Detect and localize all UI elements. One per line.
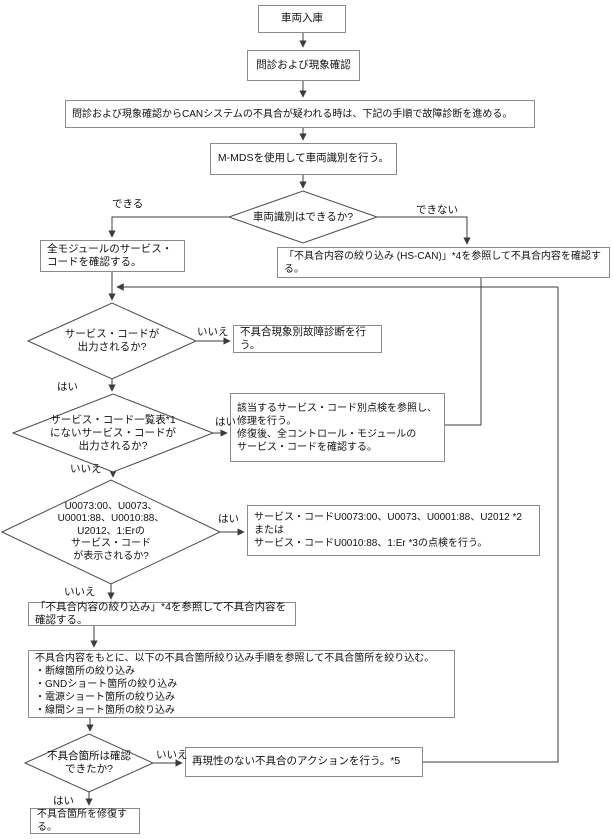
decision-fault-confirmed-text: 不具合箇所は確認 できたか? bbox=[47, 750, 131, 775]
label-fault-confirmed-no: いいえ bbox=[156, 749, 188, 761]
edge-vehicle-id-yes bbox=[108, 216, 229, 238]
node-procedure-note: 問診および現象確認からCANシステムの不具合が疑われる時は、下記の手順で故障診断… bbox=[65, 100, 535, 128]
label-vehicle-id-yes: できる bbox=[112, 198, 144, 210]
decision-vehicle-id-shape bbox=[227, 190, 379, 244]
node-code-repair: 該当するサービス・コード別点検を参照し、 修理を行う。 修復後、全コントロール・… bbox=[230, 393, 445, 462]
decision-fault-confirmed-shape bbox=[23, 733, 155, 793]
node-narrowing-steps: 不具合内容をもとに、以下の不具合箇所絞り込み手順を参照して不具合箇所を絞り込む。… bbox=[28, 650, 455, 718]
node-vehicle-entry: 車両入庫 bbox=[258, 5, 346, 33]
label-service-code-no: いいえ bbox=[197, 326, 229, 338]
node-hs-can-narrowing: 「不具合内容の絞り込み (HS-CAN)」*4を参照して不具合内容を確認する。 bbox=[277, 247, 610, 278]
node-inquiry-check: 問診および現象確認 bbox=[247, 50, 360, 81]
edge-action-return bbox=[423, 287, 559, 763]
decision-service-code-text: サービス・コードが 出力されるか? bbox=[64, 328, 160, 353]
decision-service-code-shape bbox=[26, 302, 198, 380]
node-specific-codes-inspection: サービス・コードU0073:00、U0073、U0001:88、U2012 *2… bbox=[247, 505, 540, 556]
label-fault-confirmed-yes: はい bbox=[53, 795, 74, 807]
edge-repair-return bbox=[445, 278, 482, 426]
node-repair-fault: 不具合箇所を修復する。 bbox=[30, 808, 140, 834]
label-code-list-yes: はい bbox=[215, 416, 236, 428]
node-intermittent-action: 再現性のない不具合のアクションを行う。*5 bbox=[185, 747, 423, 777]
decision-code-list-shape bbox=[11, 393, 215, 473]
edge-vehicle-id-no bbox=[377, 216, 471, 245]
label-code-list-no: いいえ bbox=[70, 463, 102, 475]
label-service-code-yes: はい bbox=[57, 381, 78, 393]
node-symptom-diagnosis: 不具合現象別故障診断を行う。 bbox=[233, 325, 382, 353]
decision-code-list-text: サービス・コード一覧表*1 にないサービス・コードが 出力されるか? bbox=[50, 413, 176, 452]
node-check-all-modules: 全モジュールのサービス・ コードを確認する。 bbox=[40, 240, 185, 272]
node-mmds-identify: M-MDSを使用して車両識別を行う。 bbox=[210, 143, 397, 175]
decision-specific-codes-shape bbox=[0, 479, 222, 585]
decision-specific-codes-text: U0073:00、U0073、 U0001:88、U0010:88、 U2012… bbox=[57, 500, 165, 562]
decision-vehicle-id-text: 車両識別はできるか? bbox=[252, 210, 354, 223]
label-specific-codes-no: いいえ bbox=[64, 586, 96, 598]
label-vehicle-id-no: できない bbox=[416, 204, 458, 216]
label-specific-codes-yes: はい bbox=[218, 513, 239, 525]
node-content-narrowing: 「不具合内容の絞り込み」*4を参照して不具合内容を確認する。 bbox=[28, 601, 296, 626]
